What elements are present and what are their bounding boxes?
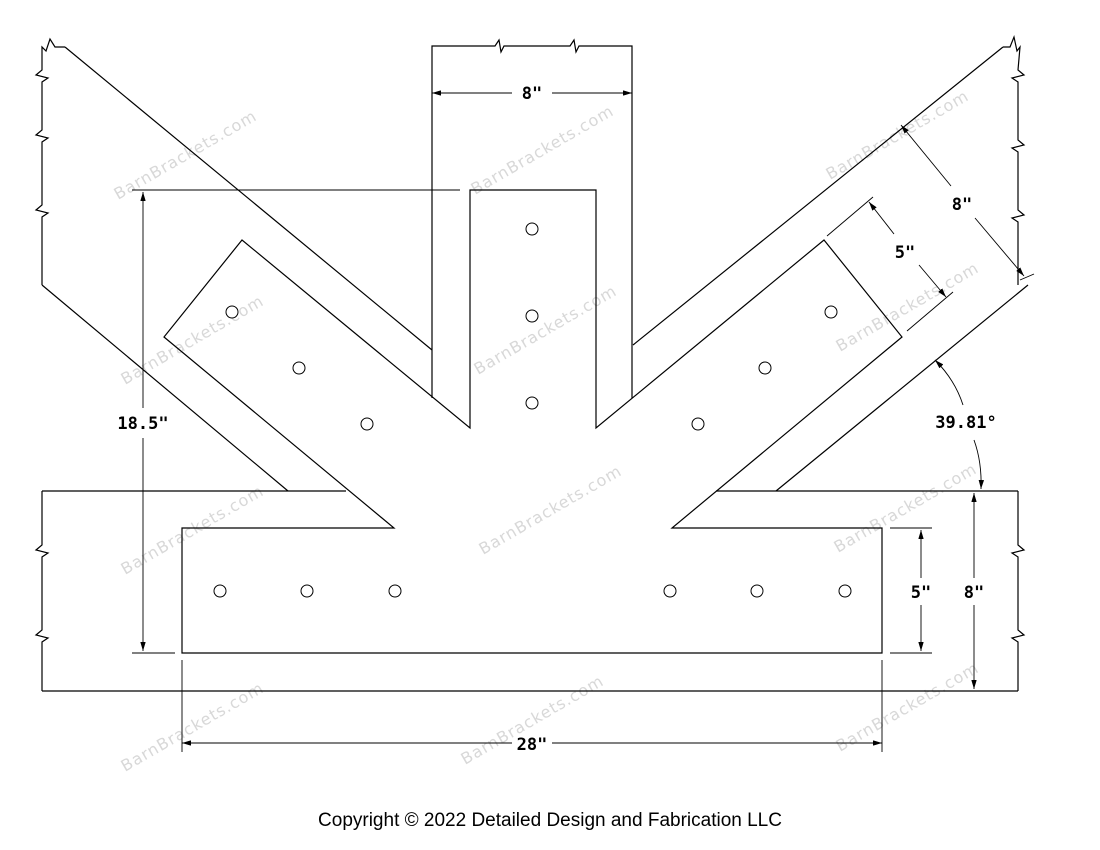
- brace-plate-dimension: 5": [895, 243, 915, 263]
- dimensions: 8" 18.5" 28" 5" 8" 8" 5": [117, 84, 1035, 755]
- angle-dimension: 39.81°: [935, 413, 996, 433]
- svg-text:BarnBrackets.com: BarnBrackets.com: [468, 101, 618, 198]
- copyright-notice: Copyright © 2022 Detailed Design and Fab…: [318, 810, 782, 831]
- beam-plate-dimension: 5": [911, 583, 931, 603]
- bolt-holes: [213, 222, 852, 598]
- svg-text:BarnBrackets.com: BarnBrackets.com: [118, 291, 268, 388]
- svg-text:BarnBrackets.com: BarnBrackets.com: [476, 461, 626, 558]
- svg-text:BarnBrackets.com: BarnBrackets.com: [823, 86, 973, 183]
- brace-timber-dimension: 8": [952, 195, 972, 215]
- svg-text:BarnBrackets.com: BarnBrackets.com: [831, 459, 981, 556]
- width-dimension: 28": [517, 735, 548, 755]
- timbers: [34, 34, 1029, 692]
- height-dimension: 18.5": [117, 414, 168, 434]
- svg-text:BarnBrackets.com: BarnBrackets.com: [833, 658, 983, 755]
- svg-text:BarnBrackets.com: BarnBrackets.com: [118, 481, 268, 578]
- beam-timber-dimension: 8": [964, 583, 984, 603]
- post-width-dimension: 8": [522, 84, 542, 104]
- bracket-plate-outline: [163, 189, 903, 654]
- svg-text:BarnBrackets.com: BarnBrackets.com: [471, 281, 621, 378]
- svg-text:BarnBrackets.com: BarnBrackets.com: [118, 678, 268, 775]
